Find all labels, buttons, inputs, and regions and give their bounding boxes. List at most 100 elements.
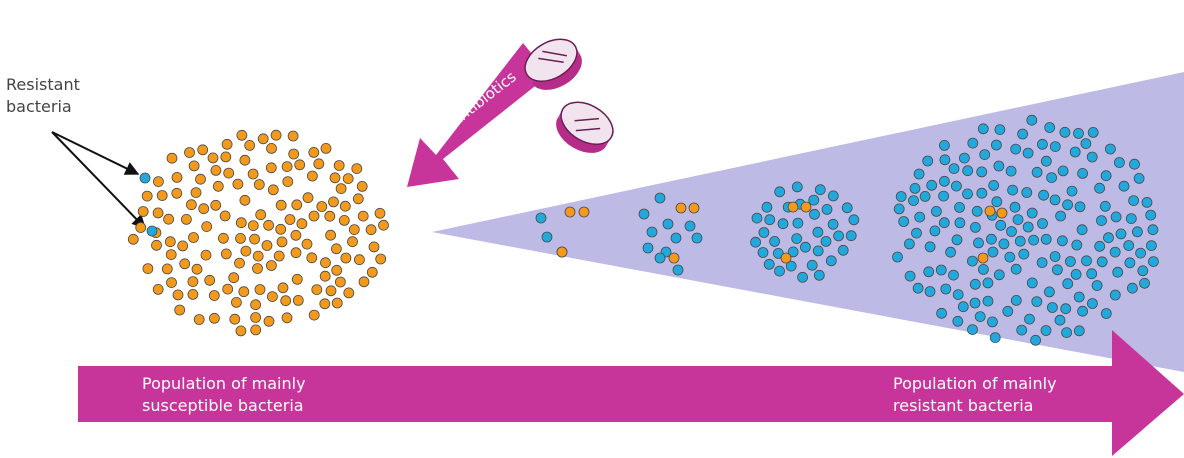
susceptible-bacterium — [166, 277, 177, 289]
resistant-bacterium — [951, 234, 963, 246]
left-caption-line2: susceptible bacteria — [142, 396, 304, 415]
pill-icon — [556, 101, 614, 153]
susceptible-bacterium — [306, 252, 318, 264]
resistant-bacterium — [654, 252, 666, 264]
resistant-bacterium — [541, 231, 553, 243]
resistant-bacterium — [750, 236, 761, 248]
resistant-bacterium — [909, 182, 921, 194]
susceptible-bacterium — [257, 133, 269, 145]
resistant-bacterium — [1133, 172, 1145, 184]
susceptible-bacterium — [306, 170, 318, 182]
pointer-line-bottom — [51, 131, 146, 230]
resistant-bacterium — [931, 205, 942, 217]
susceptible-bacterium — [688, 202, 700, 214]
susceptible-bacterium — [235, 217, 247, 229]
susceptible-bacterium — [290, 247, 302, 259]
resistant-bacterium — [1086, 151, 1098, 163]
susceptible-bacterium — [290, 229, 302, 241]
resistant-bacterium — [977, 123, 989, 135]
resistant-bacterium — [1006, 226, 1017, 237]
susceptible-bacterium — [780, 252, 792, 264]
resistant-bacterium — [146, 225, 158, 237]
resistant-bacterium — [1110, 211, 1122, 223]
susceptible-bacterium — [188, 160, 200, 172]
resistant-bacterium — [654, 192, 666, 204]
resistant-bacterium — [988, 179, 1000, 191]
antibiotics-arrow — [407, 43, 549, 187]
resistant-bacterium — [978, 263, 989, 275]
resistant-bacterium — [1049, 194, 1061, 206]
susceptible-bacterium — [668, 252, 680, 264]
resistant-bacterium — [1031, 166, 1043, 178]
resistant-bacterium — [812, 245, 824, 257]
resistant-bacterium — [797, 271, 808, 283]
resistant-bacterium — [1061, 327, 1072, 339]
susceptible-bacterium — [316, 201, 328, 212]
susceptible-bacterium — [177, 240, 189, 252]
resistant-bacterium — [912, 282, 924, 294]
resistant-bacterium — [1031, 296, 1043, 308]
susceptible-bacterium — [247, 168, 259, 180]
resistant-bacterium — [976, 166, 988, 178]
resistant-bacterium — [1009, 201, 1021, 213]
susceptible-bacterium — [325, 285, 337, 297]
susceptible-bacterium — [127, 233, 139, 245]
susceptible-bacterium — [265, 162, 277, 174]
resistant-bacterium — [1146, 240, 1157, 252]
susceptible-bacterium — [319, 298, 331, 310]
resistant-bacterium — [1091, 280, 1103, 291]
resistant-bacterium — [751, 212, 763, 224]
resistant-bacterium — [1021, 187, 1033, 198]
resistant-bacterium — [939, 154, 951, 166]
susceptible-bacterium — [208, 290, 220, 301]
resistant-bacterium — [954, 217, 966, 229]
resistant-bacterium — [139, 172, 151, 184]
susceptible-bacterium — [368, 241, 380, 253]
resistant-bacterium — [1147, 224, 1159, 236]
resistant-bacterium — [962, 188, 973, 200]
susceptible-bacterium — [276, 236, 288, 248]
resistant-bacterium — [791, 233, 803, 245]
susceptible-bacterium — [330, 243, 342, 255]
resistant-bacterium — [987, 246, 999, 258]
resistant-bacterium — [691, 232, 703, 244]
susceptible-bacterium — [977, 252, 989, 264]
resistant-bacterium — [1005, 165, 1017, 177]
resistant-bacterium — [1132, 226, 1143, 238]
resistant-bacterium — [1060, 303, 1072, 315]
resistant-bacterium — [951, 180, 962, 192]
susceptible-bacterium — [267, 184, 279, 196]
resistant-bacterium — [923, 266, 935, 278]
resistant-bacterium — [967, 255, 978, 267]
resistant-bacterium — [1040, 155, 1052, 167]
susceptible-bacterium — [277, 282, 289, 294]
susceptible-bacterium — [270, 129, 282, 141]
susceptible-bacterium — [252, 250, 264, 262]
resistant-bacterium — [893, 203, 905, 215]
resistant-bacterium — [926, 179, 938, 191]
resistant-bacterium — [1118, 180, 1130, 192]
susceptible-bacterium — [280, 295, 292, 307]
resistant-bacterium — [800, 241, 811, 253]
susceptible-bacterium — [292, 294, 304, 306]
susceptible-bacterium — [984, 205, 996, 217]
susceptible-bacterium — [348, 224, 360, 236]
susceptible-bacterium — [201, 221, 213, 233]
resistant-bacterium — [1115, 228, 1127, 240]
resistant-bacterium — [1037, 218, 1048, 229]
resistant-bacterium — [1022, 147, 1034, 159]
resistant-bacterium — [785, 260, 797, 272]
resistant-bacterium — [1135, 247, 1146, 259]
susceptible-bacterium — [210, 199, 222, 211]
resistant-bacterium — [1103, 232, 1114, 244]
resistant-bacterium — [959, 152, 970, 164]
susceptible-bacterium — [247, 220, 259, 232]
resistant-bacterium — [1018, 248, 1030, 260]
resistant-bacterium — [991, 139, 1002, 151]
susceptible-bacterium — [198, 203, 210, 215]
susceptible-bacterium — [244, 139, 256, 151]
susceptible-bacterium — [308, 146, 320, 158]
resistant-bacterium — [914, 211, 926, 223]
susceptible-bacterium — [232, 178, 244, 190]
resistant-bacterium — [1096, 215, 1107, 227]
